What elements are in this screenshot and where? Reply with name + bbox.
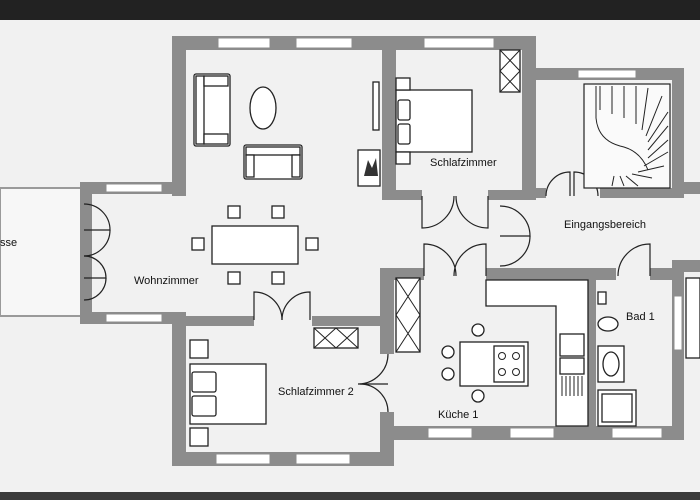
windows — [105, 37, 683, 465]
coffee-table — [249, 86, 277, 130]
shower-tray — [597, 389, 637, 427]
living-room-furniture — [191, 73, 381, 285]
dining-table — [191, 205, 319, 285]
bath-furniture — [597, 277, 700, 427]
tv-stand — [372, 81, 380, 131]
double-bed-2 — [189, 339, 267, 447]
sofa — [193, 73, 231, 147]
interior-walls — [172, 36, 684, 466]
room-label-schlafzimmer2: Schlafzimmer 2 — [278, 386, 354, 398]
next-room-fixture — [685, 277, 700, 359]
room-label-terrasse: sse — [0, 237, 17, 249]
bedroom-furniture — [395, 49, 521, 165]
staircase — [583, 83, 671, 189]
washbasin — [597, 345, 625, 383]
room-labels: Wohnzimmer Schlafzimmer Eingangsbereich … — [0, 157, 655, 421]
bedroom2-furniture — [189, 327, 359, 447]
loveseat — [243, 144, 303, 180]
room-label-bad1: Bad 1 — [626, 311, 655, 323]
room-label-wohnzimmer: Wohnzimmer — [134, 275, 199, 287]
doors — [83, 171, 651, 413]
screen-bezel-top — [0, 0, 700, 22]
room-label-schlafzimmer: Schlafzimmer — [430, 157, 497, 169]
terrace-area — [0, 187, 83, 317]
room-label-kueche1: Küche 1 — [438, 409, 478, 421]
wardrobe — [499, 49, 521, 93]
fireplace — [357, 149, 381, 187]
tall-cabinet — [395, 277, 421, 353]
wardrobe-2 — [313, 327, 359, 349]
toilet — [597, 291, 619, 332]
double-bed — [395, 77, 473, 165]
screen-bezel-bottom — [0, 492, 700, 500]
kitchen-furniture — [395, 277, 589, 427]
kitchen-island — [441, 323, 529, 403]
room-label-eingangsbereich: Eingangsbereich — [564, 219, 646, 231]
sink — [559, 333, 585, 396]
